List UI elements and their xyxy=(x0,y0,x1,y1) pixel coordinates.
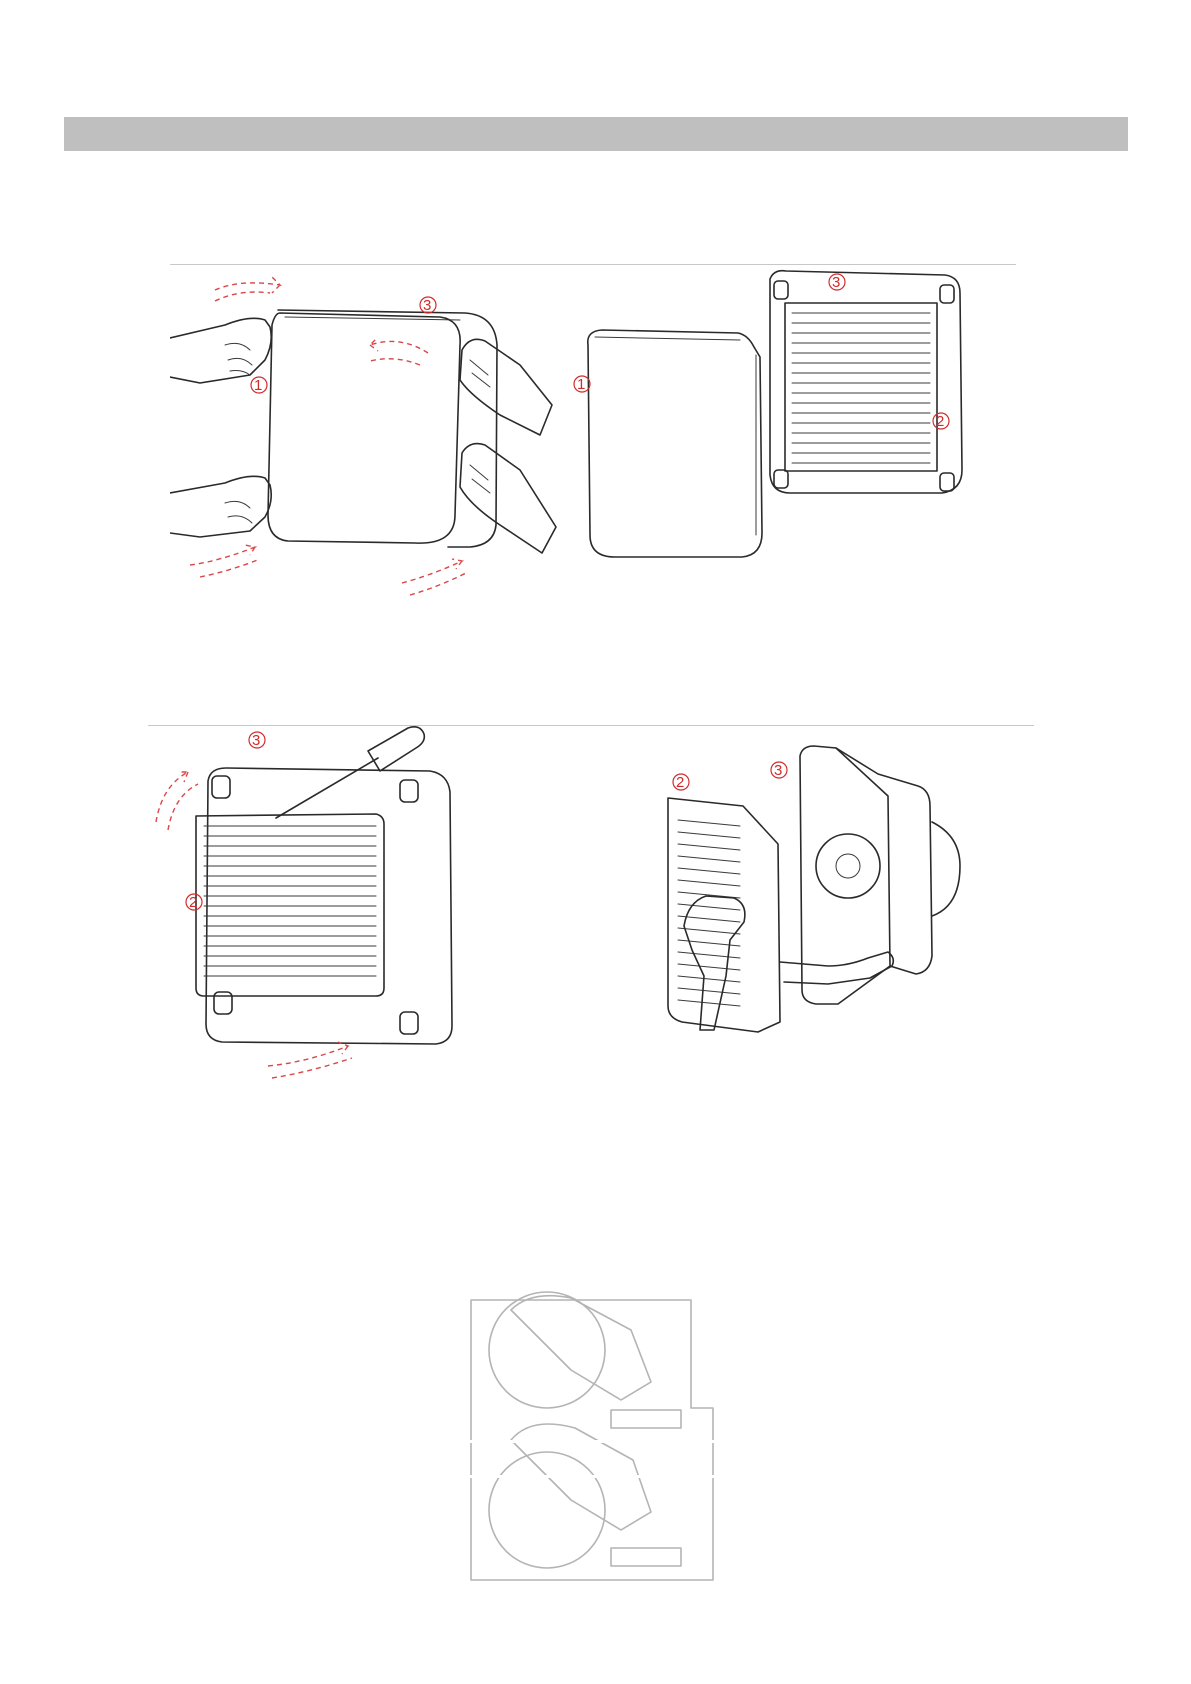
callout-3-right: 3 xyxy=(771,762,787,779)
fan-grille-illustration xyxy=(770,271,962,493)
figure-remove-grille: 3 2 3 2 xyxy=(148,726,1034,1098)
fan-with-cover-illustration xyxy=(170,277,556,595)
svg-text:3: 3 xyxy=(252,732,260,749)
callout-3-left: 3 xyxy=(249,732,265,749)
svg-text:2: 2 xyxy=(189,894,197,911)
callout-3-left: 3 xyxy=(420,297,436,314)
svg-text:3: 3 xyxy=(774,762,782,779)
svg-text:3: 3 xyxy=(423,297,431,314)
grille-pry-illustration xyxy=(156,727,452,1078)
callout-2-right: 2 xyxy=(673,774,689,791)
section-header-bar xyxy=(64,117,1128,151)
callout-1-middle: 1 xyxy=(574,376,590,393)
grille-cleaning-illustration xyxy=(668,746,960,1032)
svg-text:2: 2 xyxy=(936,413,944,430)
callout-1-left: 1 xyxy=(251,377,267,394)
svg-text:3: 3 xyxy=(832,274,840,291)
svg-text:1: 1 xyxy=(577,376,585,393)
front-cover-illustration xyxy=(588,330,762,557)
callout-3-right: 3 xyxy=(829,274,845,291)
svg-text:1: 1 xyxy=(254,377,262,394)
figure-clean-impellers xyxy=(451,1290,737,1590)
figure-remove-front-cover: 1 3 1 3 2 xyxy=(170,265,1016,637)
svg-text:2: 2 xyxy=(676,774,684,791)
impeller-cleaning-illustration xyxy=(471,1292,713,1580)
callout-2-left: 2 xyxy=(186,894,202,911)
callout-2-right: 2 xyxy=(933,413,949,430)
